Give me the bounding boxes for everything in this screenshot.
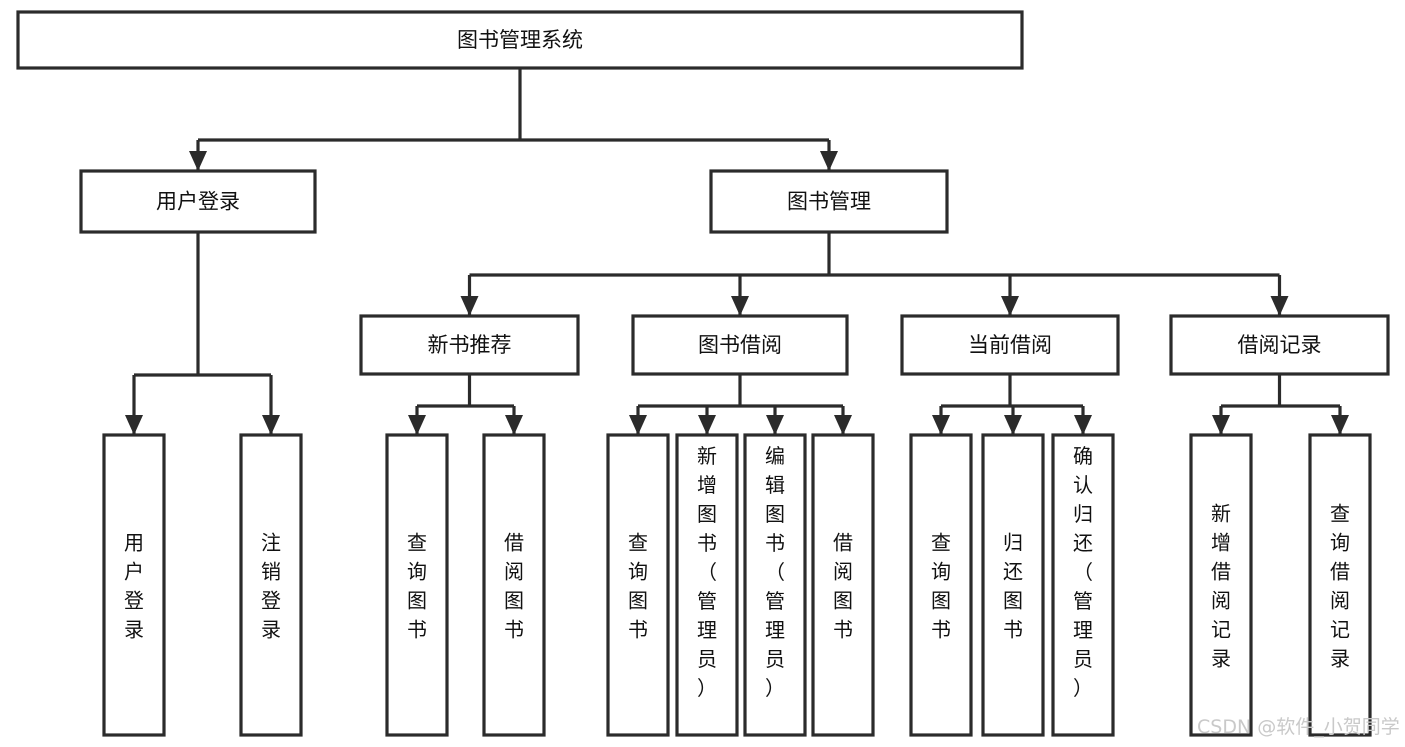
- arrow-head-icon: [1212, 415, 1230, 435]
- node-current-borrow[interactable]: 当前借阅: [900, 314, 1120, 376]
- arrow-head-icon: [1074, 415, 1092, 435]
- leaf-label: 借阅图书: [504, 531, 524, 642]
- arrow-head-icon: [1004, 415, 1022, 435]
- leaf-label: 新增图书（管理员）: [697, 444, 717, 700]
- arrow-head-icon: [820, 151, 838, 171]
- arrow-head-icon: [766, 415, 784, 435]
- leaf-box-rect[interactable]: [1308, 433, 1372, 737]
- node-box-rect[interactable]: [359, 314, 580, 376]
- leaf-box-rect[interactable]: [811, 433, 875, 737]
- arrow-head-icon: [408, 415, 426, 435]
- leaf-box-rect[interactable]: [102, 433, 166, 737]
- node-box-rect[interactable]: [631, 314, 849, 376]
- arrow-head-icon: [189, 151, 207, 171]
- csdn-watermark: CSDN @软件_小贺同学: [1197, 716, 1400, 738]
- leaf-label: 编辑图书（管理员）: [765, 444, 785, 700]
- leaf-box-rect[interactable]: [1051, 433, 1115, 737]
- node-label: 图书管理系统: [457, 28, 583, 52]
- leaf-leaf-add-book-admin[interactable]: 新增图书（管理员）: [675, 433, 739, 737]
- leaf-box-rect[interactable]: [1189, 433, 1253, 737]
- leaf-leaf-confirm-return-admin[interactable]: 确认归还（管理员）: [1051, 433, 1115, 737]
- node-user-login[interactable]: 用户登录: [79, 169, 317, 234]
- leaf-leaf-user-logout[interactable]: 注销登录: [239, 433, 303, 737]
- leaf-leaf-query-books-cur[interactable]: 查询图书: [909, 433, 973, 737]
- arrow-head-icon: [1331, 415, 1349, 435]
- leaf-box-rect[interactable]: [909, 433, 973, 737]
- node-box-rect[interactable]: [79, 169, 317, 234]
- node-box-rect[interactable]: [900, 314, 1120, 376]
- leaf-box-rect[interactable]: [385, 433, 449, 737]
- arrow-head-icon: [698, 415, 716, 435]
- leaf-leaf-query-books-rec[interactable]: 查询图书: [385, 433, 449, 737]
- leaf-label: 归还图书: [1003, 531, 1023, 642]
- node-new-book-recommend[interactable]: 新书推荐: [359, 314, 580, 376]
- leaf-label: 确认归还（管理员）: [1073, 444, 1093, 700]
- leaf-box-rect[interactable]: [981, 433, 1045, 737]
- node-label: 新书推荐: [428, 333, 512, 357]
- node-label: 借阅记录: [1238, 333, 1322, 357]
- arrow-head-icon: [460, 296, 479, 316]
- leaf-label: 注销登录: [261, 531, 281, 642]
- arrow-head-icon: [932, 415, 950, 435]
- leaf-box-rect[interactable]: [482, 433, 546, 737]
- node-label: 当前借阅: [968, 333, 1052, 357]
- connector-lines-layer: [125, 68, 1349, 435]
- leaf-label: 借阅图书: [833, 531, 853, 642]
- arrow-head-icon: [834, 415, 852, 435]
- leaf-leaf-user-login[interactable]: 用户登录: [102, 433, 166, 737]
- node-book-borrow[interactable]: 图书借阅: [631, 314, 849, 376]
- leaf-label: 查询借阅记录: [1330, 502, 1350, 671]
- arrow-head-icon: [1270, 296, 1289, 316]
- node-boxes-layer: 图书管理系统用户登录图书管理新书推荐图书借阅当前借阅借阅记录用户登录注销登录查询…: [16, 10, 1390, 737]
- arrow-head-icon: [262, 415, 280, 435]
- node-box-rect[interactable]: [1169, 314, 1390, 376]
- arrow-head-icon: [629, 415, 647, 435]
- leaf-box-rect[interactable]: [743, 433, 807, 737]
- arrow-head-icon: [1001, 296, 1019, 316]
- leaf-leaf-borrow-book[interactable]: 借阅图书: [811, 433, 875, 737]
- leaf-leaf-query-books-borrow[interactable]: 查询图书: [606, 433, 670, 737]
- leaf-label: 查询图书: [628, 531, 648, 642]
- leaf-box-rect[interactable]: [675, 433, 739, 737]
- node-undefined[interactable]: 图书管理系统: [16, 10, 1024, 70]
- arrow-head-icon: [731, 296, 749, 316]
- node-borrow-record[interactable]: 借阅记录: [1169, 314, 1390, 376]
- node-box-rect[interactable]: [709, 169, 949, 234]
- leaf-leaf-query-borrow-record[interactable]: 查询借阅记录: [1308, 433, 1372, 737]
- leaf-leaf-edit-book-admin[interactable]: 编辑图书（管理员）: [743, 433, 807, 737]
- leaf-leaf-add-borrow-record[interactable]: 新增借阅记录: [1189, 433, 1253, 737]
- leaf-label: 用户登录: [124, 531, 144, 642]
- node-box-rect[interactable]: [16, 10, 1024, 70]
- node-label: 用户登录: [156, 190, 240, 214]
- leaf-label: 查询图书: [931, 531, 951, 642]
- arrow-head-icon: [505, 415, 523, 435]
- leaf-box-rect[interactable]: [239, 433, 303, 737]
- node-label: 图书管理: [787, 190, 871, 214]
- node-book-management[interactable]: 图书管理: [709, 169, 949, 234]
- leaf-leaf-borrow-books-rec[interactable]: 借阅图书: [482, 433, 546, 737]
- leaf-leaf-return-book[interactable]: 归还图书: [981, 433, 1045, 737]
- leaf-box-rect[interactable]: [606, 433, 670, 737]
- arrow-head-icon: [125, 415, 143, 435]
- leaf-label: 新增借阅记录: [1211, 502, 1231, 671]
- leaf-label: 查询图书: [407, 531, 427, 642]
- node-label: 图书借阅: [698, 333, 782, 357]
